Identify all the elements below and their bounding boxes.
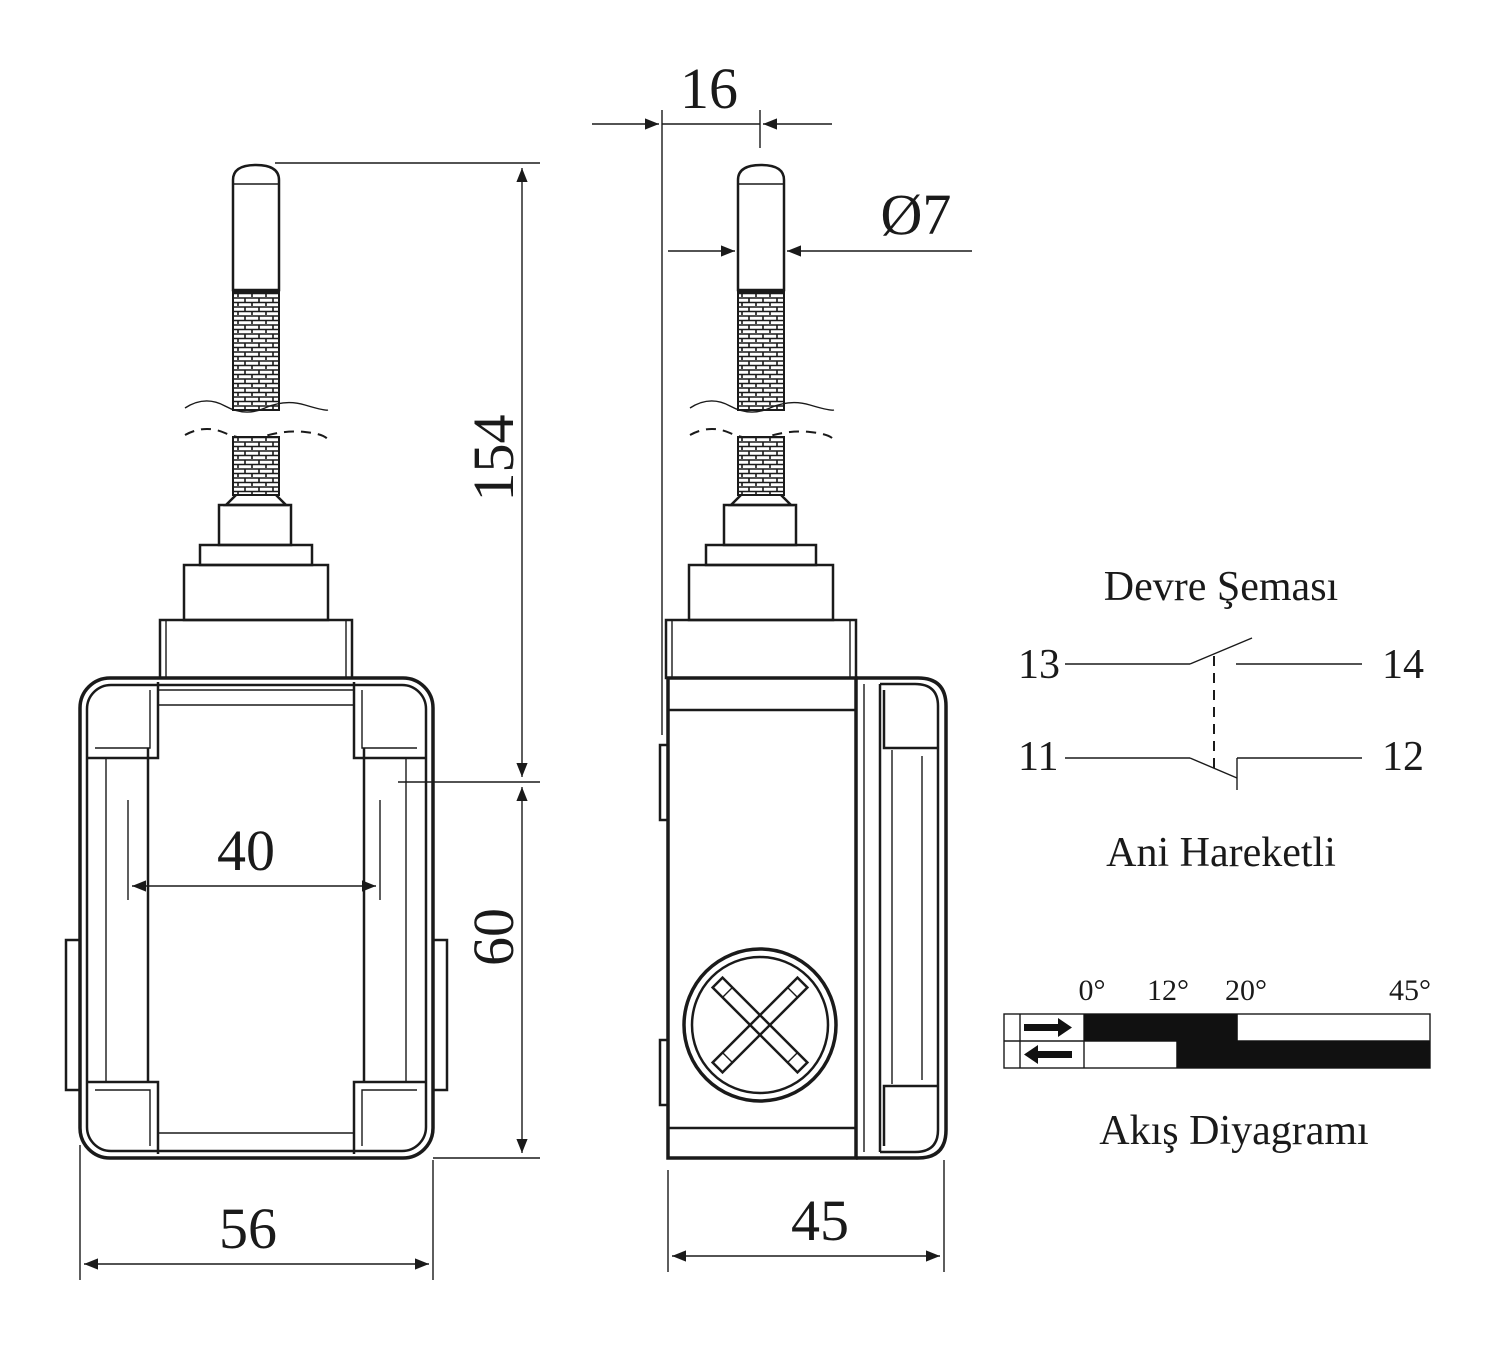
forward-closed-bar (1084, 1014, 1238, 1041)
front-view (64, 163, 449, 1160)
terminal-13: 13 (1018, 642, 1060, 688)
flow-diagram (1003, 1013, 1431, 1069)
side-dimensions (592, 110, 972, 1272)
dim-body-width: 56 (219, 1196, 277, 1261)
terminal-12: 12 (1382, 734, 1424, 780)
dim-rod-offset: 16 (680, 56, 738, 121)
circuit-title: Devre Şeması (1104, 564, 1338, 610)
angle-12: 12° (1147, 974, 1189, 1007)
front-dimensions (79, 162, 540, 1280)
terminal-14: 14 (1382, 642, 1424, 688)
dim-inner-width: 40 (217, 818, 275, 883)
angle-45: 45° (1389, 974, 1431, 1007)
angle-20: 20° (1225, 974, 1267, 1007)
side-view (658, 163, 948, 1160)
angle-0: 0° (1079, 974, 1106, 1007)
dim-body-height: 60 (461, 908, 526, 966)
forward-arrow-icon (1024, 1018, 1072, 1037)
return-arrow-icon (1024, 1045, 1072, 1064)
circuit-caption: Ani Hareketli (1106, 830, 1336, 876)
return-closed-bar (1176, 1041, 1430, 1068)
terminal-11: 11 (1018, 734, 1058, 780)
dim-body-depth: 45 (791, 1188, 849, 1253)
circuit-schematic (1065, 637, 1362, 790)
dim-rod-diameter: Ø7 (881, 182, 952, 247)
flow-title: Akış Diyagramı (1099, 1108, 1368, 1154)
dim-total-height: 154 (461, 415, 526, 502)
